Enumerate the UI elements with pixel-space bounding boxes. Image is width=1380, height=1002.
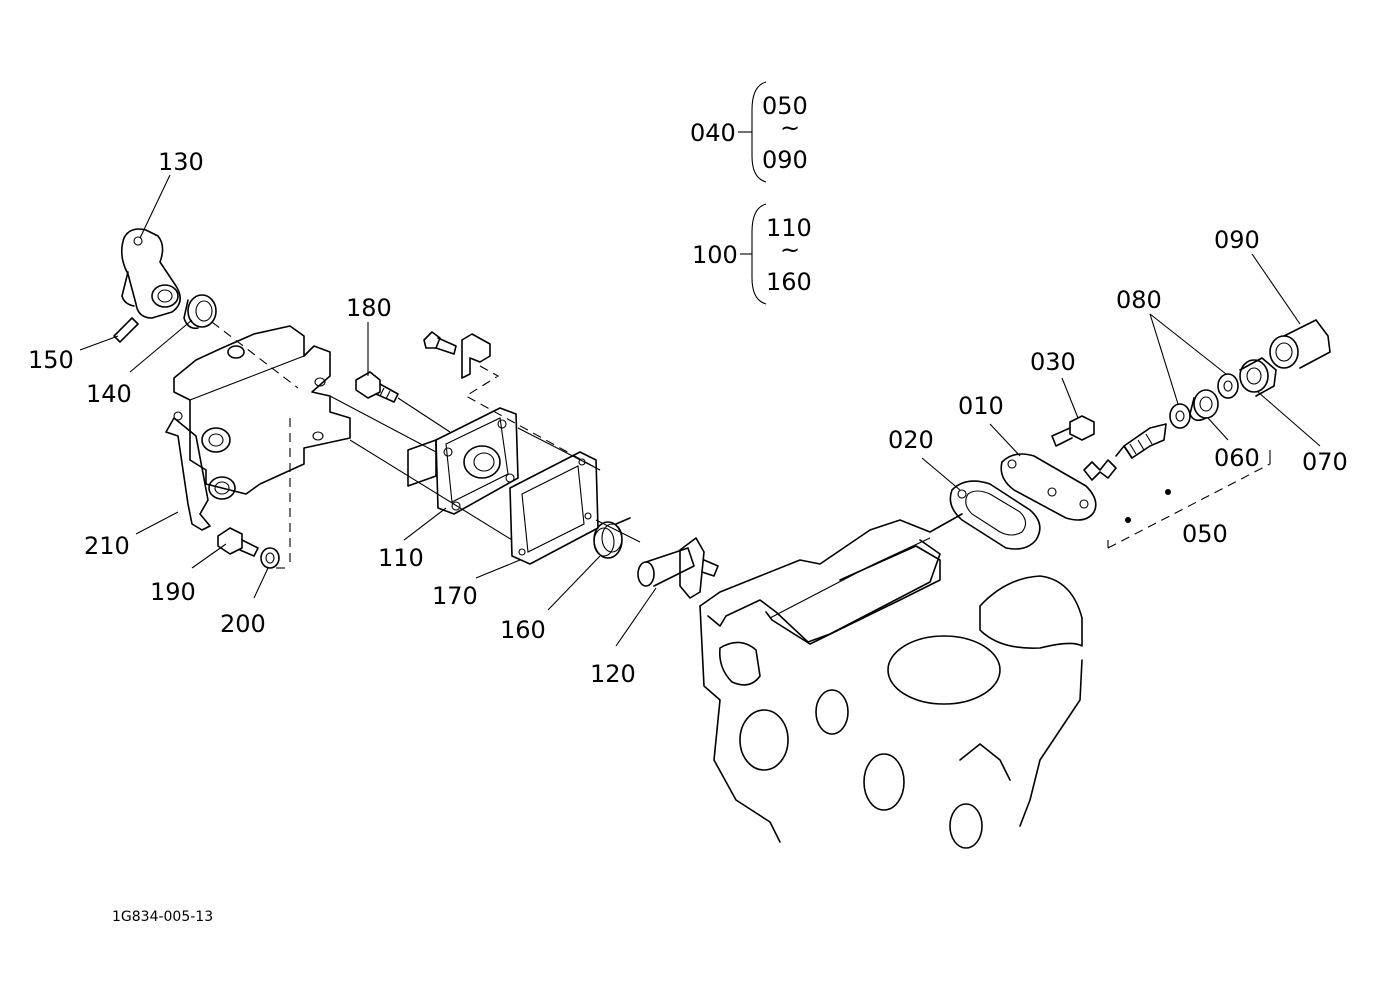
part-housing <box>173 321 351 568</box>
callout-050: 050 <box>1182 520 1228 548</box>
group-parent-label: 100 <box>692 241 738 269</box>
part-bracket-210 <box>165 411 211 531</box>
part-washer-080a <box>1169 403 1191 429</box>
callout-060: 060 <box>1214 444 1260 472</box>
part-washer-200 <box>260 547 290 569</box>
group-bracket-100: 100 110 ~ 160 <box>692 203 812 305</box>
callout-170: 170 <box>432 582 478 610</box>
part-nut-060 <box>1189 389 1219 422</box>
callout-130: 130 <box>158 148 204 176</box>
part-nut-070 <box>1239 357 1277 397</box>
part-bolt-190 <box>217 527 259 557</box>
callout-030: 030 <box>1030 348 1076 376</box>
callout-labels: 130 150 140 180 210 190 200 110 170 160 … <box>28 148 1348 688</box>
part-washer-080b <box>1217 373 1239 399</box>
group-tilde: ~ <box>780 114 800 142</box>
group-to-label: 160 <box>766 268 812 296</box>
group-to-label: 090 <box>762 146 808 174</box>
part-spring-set <box>1083 423 1171 523</box>
assembly-lines <box>329 395 641 543</box>
callout-110: 110 <box>378 544 424 572</box>
part-cover-010 <box>1000 453 1097 521</box>
part-gasket-170 <box>509 451 599 565</box>
callout-210: 210 <box>84 532 130 560</box>
part-seal-140 <box>183 294 217 330</box>
callout-200: 200 <box>220 610 266 638</box>
leader-lines <box>79 174 1321 647</box>
part-bolt-180 <box>355 371 451 433</box>
part-gasket-020 <box>949 480 1041 550</box>
drawing-code: 1G834-005-13 <box>112 909 213 925</box>
part-housing-110 <box>407 407 519 515</box>
group-tilde: ~ <box>780 236 800 264</box>
group-from-label: 110 <box>766 214 812 242</box>
callout-150: 150 <box>28 346 74 374</box>
callout-070: 070 <box>1302 448 1348 476</box>
callout-090: 090 <box>1214 226 1260 254</box>
part-bolt-030 <box>1051 415 1095 447</box>
part-spring-160 <box>593 517 631 559</box>
callout-010: 010 <box>958 392 1004 420</box>
callout-140: 140 <box>86 380 132 408</box>
callout-190: 190 <box>150 578 196 606</box>
part-shaft-120 <box>637 537 719 599</box>
engine-block <box>699 513 1083 849</box>
callout-080: 080 <box>1116 286 1162 314</box>
group-parent-label: 040 <box>690 119 736 147</box>
part-screw-clip <box>423 331 601 471</box>
part-lever-130 <box>120 228 181 319</box>
callout-180: 180 <box>346 294 392 322</box>
callout-020: 020 <box>888 426 934 454</box>
part-pin-150 <box>113 317 139 343</box>
callout-160: 160 <box>500 616 546 644</box>
group-from-label: 050 <box>762 92 808 120</box>
group-bracket-050 <box>1107 450 1271 549</box>
part-cap-090 <box>1269 319 1331 369</box>
callout-120: 120 <box>590 660 636 688</box>
group-bracket-040: 040 050 ~ 090 <box>690 81 808 183</box>
